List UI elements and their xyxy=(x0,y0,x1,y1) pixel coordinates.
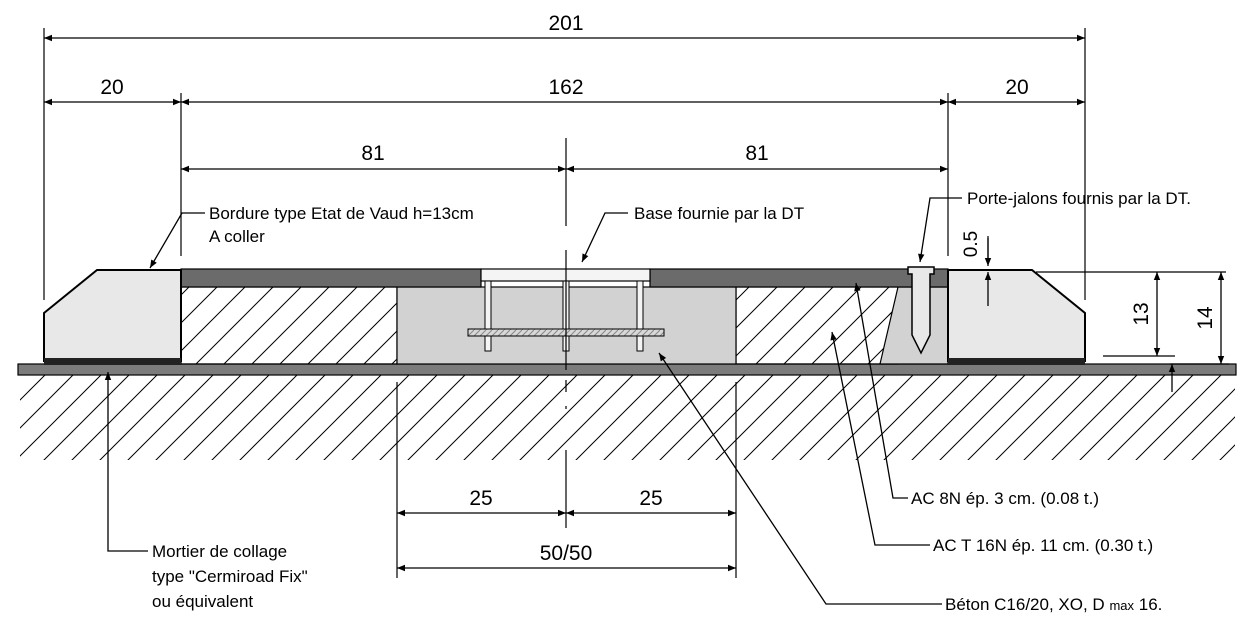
left-border-stone xyxy=(43,269,182,362)
dim-half-right: 81 xyxy=(745,142,768,165)
ac8n-layer-left xyxy=(180,268,482,288)
leader-lines xyxy=(104,197,962,605)
anchor-rod-3 xyxy=(636,280,644,352)
act16n-layer-left xyxy=(180,286,398,365)
dim-center: 162 xyxy=(548,76,583,99)
label-mortier-1: Mortier de collage xyxy=(152,542,287,561)
left-border-mortar xyxy=(44,358,181,365)
label-ac8n: AC 8N ép. 3 cm. (0.08 t.) xyxy=(911,489,1099,508)
extension-lines xyxy=(43,28,1229,578)
right-border-mortar xyxy=(948,358,1085,365)
porte-jalons-stake xyxy=(907,266,935,355)
dim-total: 201 xyxy=(548,12,583,35)
label-bordure: Bordure type Etat de Vaud h=13cm xyxy=(209,204,474,223)
anchor-rod-1 xyxy=(484,280,492,352)
dim-height-border: 13 xyxy=(1130,302,1153,325)
ground-layer xyxy=(17,363,1237,376)
label-porte-jalons: Porte-jalons fournis par la DT. xyxy=(967,189,1191,208)
dim-half-left: 81 xyxy=(361,142,384,165)
label-beton-end: 16. xyxy=(1139,595,1163,614)
label-mortier-3: ou équivalent xyxy=(152,592,253,611)
act16n-layer-right xyxy=(735,286,899,365)
dim-base-total: 50/50 xyxy=(540,542,593,565)
label-beton-sub: max xyxy=(1109,598,1134,613)
dimension-lines xyxy=(44,34,1225,572)
label-base: Base fournie par la DT xyxy=(634,204,804,223)
ac8n-layer-right xyxy=(649,268,949,288)
dim-height-total: 14 xyxy=(1194,306,1217,330)
dim-left-border: 20 xyxy=(100,76,123,99)
dim-base-left: 25 xyxy=(469,487,492,510)
dim-offset: 0.5 xyxy=(961,231,982,257)
right-border-stone xyxy=(947,269,1086,362)
label-beton: Béton C16/20, XO, D max 16. xyxy=(945,595,1162,614)
label-beton-main: Béton C16/20, XO, D xyxy=(945,595,1105,614)
label-act16n: AC T 16N ép. 11 cm. (0.30 t.) xyxy=(933,536,1153,555)
ground-hatch xyxy=(20,374,1235,460)
dim-right-border: 20 xyxy=(1005,76,1028,99)
dim-base-right: 25 xyxy=(639,487,662,510)
label-a-coller: A coller xyxy=(209,227,265,246)
label-mortier-2: type "Cermiroad Fix" xyxy=(152,567,308,586)
